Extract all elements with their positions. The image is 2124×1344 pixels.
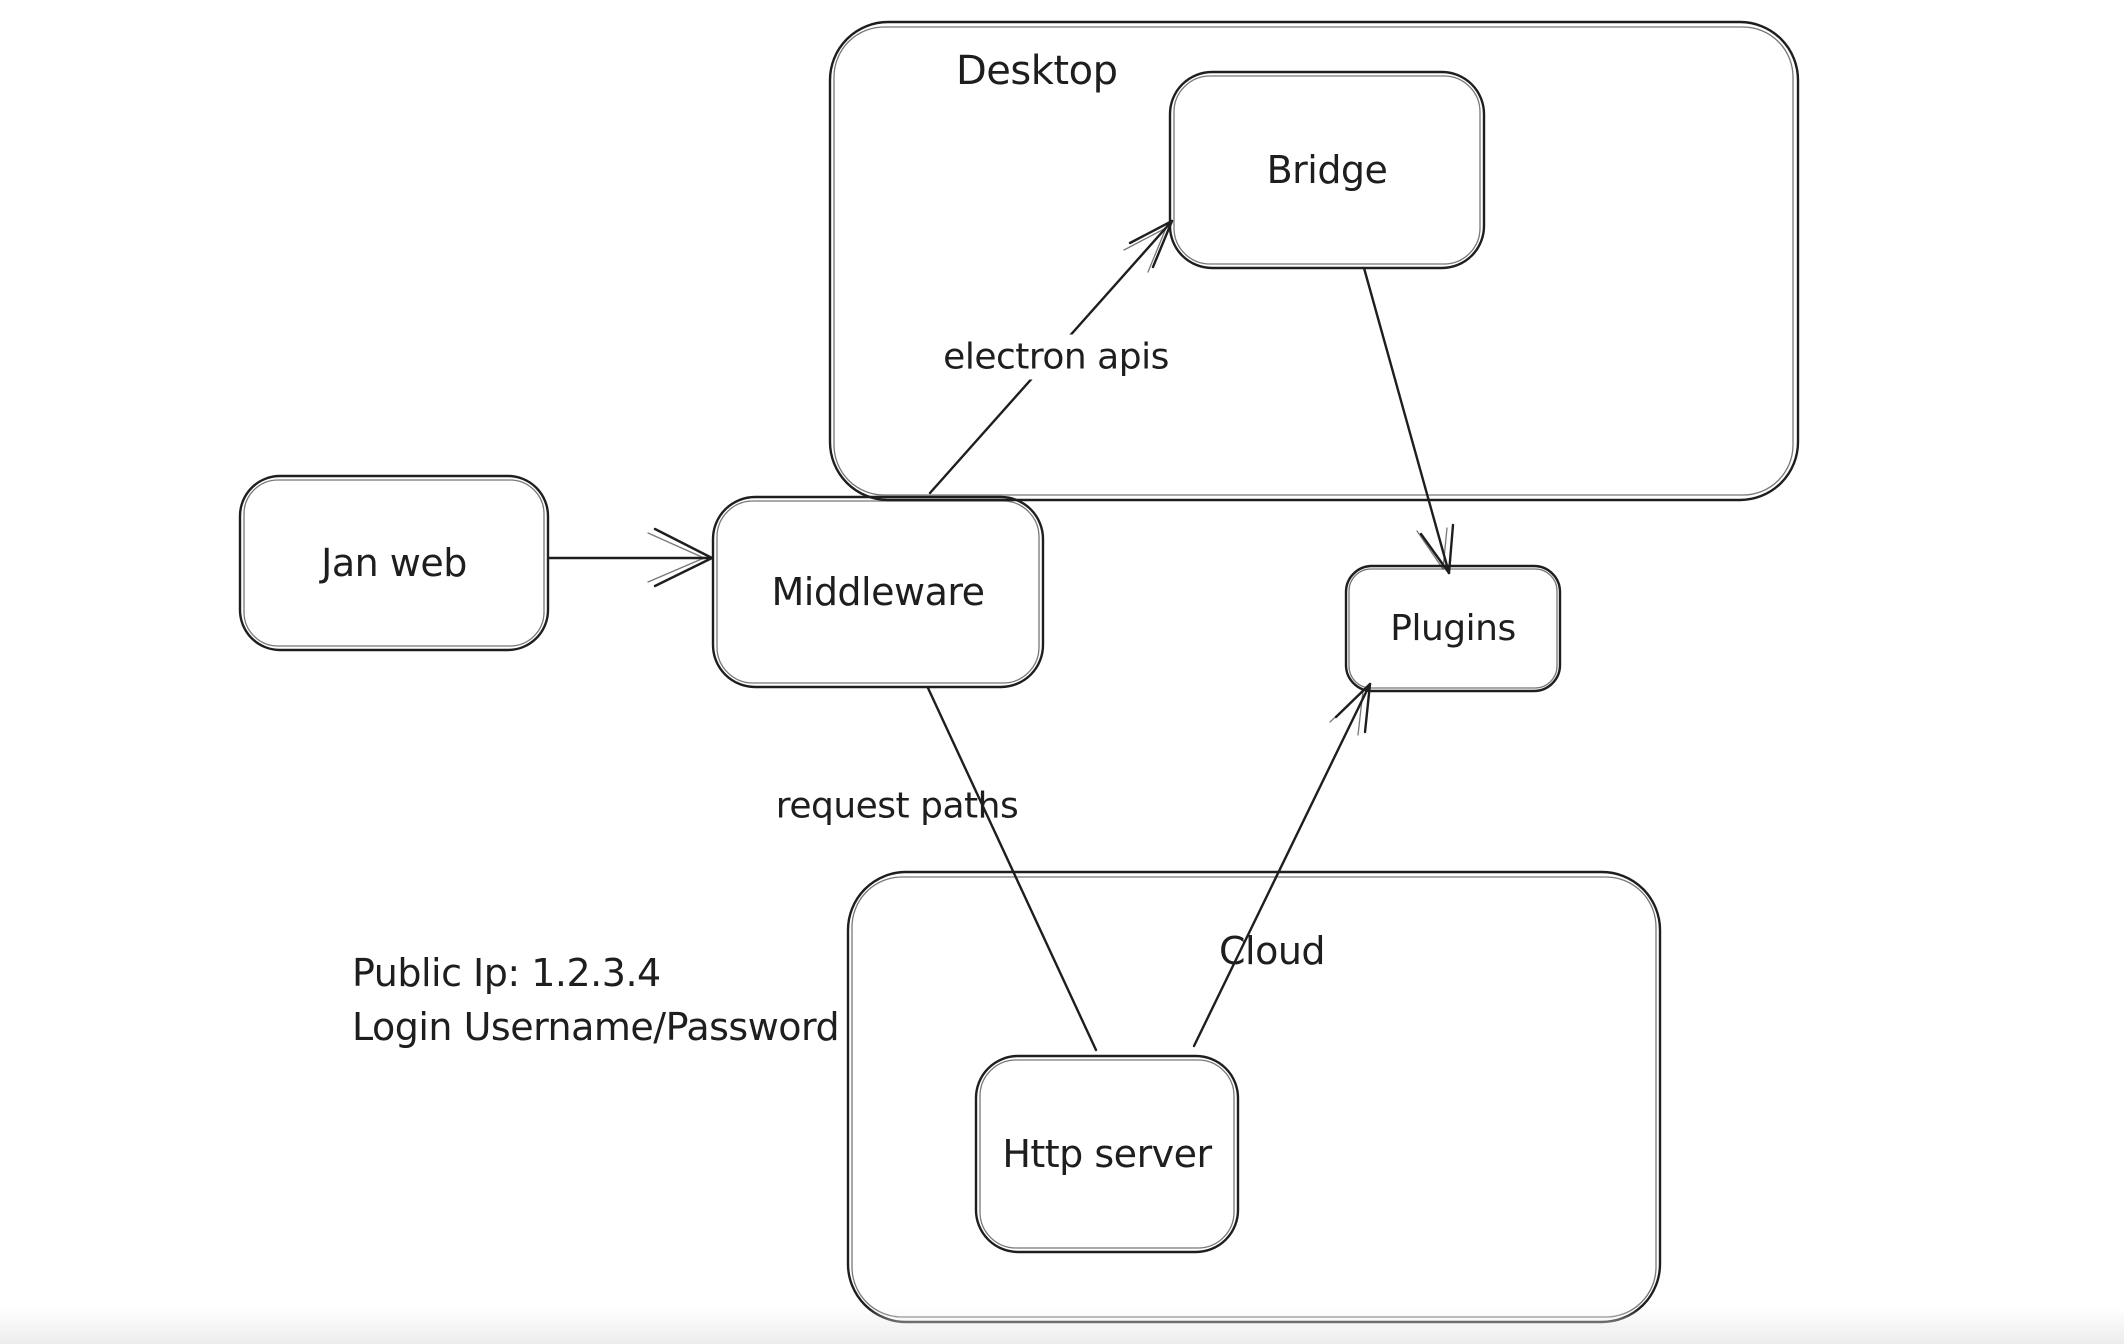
jan-web-node-rect-sketch (243, 479, 545, 647)
desktop-container-shape[interactable] (828, 20, 1800, 502)
middleware-node-label: Middleware (771, 570, 985, 614)
http-server-node-rect[interactable] (974, 1054, 1240, 1254)
line-middleware-to-httpserver-line[interactable] (926, 686, 1098, 1052)
arrow-middleware-to-bridge-head-sketch (1123, 227, 1167, 273)
public-ip-note-line: Public Ip: 1.2.3.4 (352, 951, 661, 995)
desktop-container-rect-sketch (833, 26, 1794, 496)
bridge-node-rect[interactable] (1168, 70, 1486, 270)
cloud-container-label[interactable]: Cloud (1219, 929, 1326, 973)
arrow-janweb-to-middleware-head-sketch (647, 532, 705, 583)
plugins-node-label: Plugins (1390, 608, 1516, 649)
arrow-httpserver-to-plugins[interactable] (1192, 682, 1372, 1048)
bridge-node-shape[interactable] (1168, 70, 1486, 270)
desktop-container-rect[interactable] (828, 20, 1800, 502)
plugins-node-rect-sketch (1348, 568, 1558, 689)
arrow-httpserver-to-plugins-head-sketch (1329, 690, 1364, 736)
http-server-node-label: Http server (1002, 1132, 1212, 1176)
arrow-janweb-to-middleware-head (653, 527, 714, 588)
login-note-line: Login Username/Password (352, 1005, 840, 1049)
arrow-bridge-to-plugins-line[interactable] (1362, 266, 1451, 575)
request-paths-edge-label[interactable]: request paths (775, 785, 1019, 827)
arrow-janweb-to-middleware[interactable] (547, 527, 714, 588)
desktop-container-label[interactable]: Desktop (956, 48, 1118, 94)
middleware-node-rect-sketch (716, 500, 1040, 684)
electron-apis-edge-label[interactable]: electron apis (933, 334, 1179, 380)
arrow-httpserver-to-plugins-line[interactable] (1192, 682, 1372, 1048)
jan-web-node-shape[interactable] (238, 474, 550, 652)
middleware-node-shape[interactable] (711, 495, 1045, 689)
jan-web-node-label: Jan web (321, 541, 467, 585)
plugins-node-rect[interactable] (1344, 564, 1562, 693)
plugins-node-shape[interactable] (1344, 564, 1562, 693)
public-ip-login-note[interactable]: Public Ip: 1.2.3.4 Login Username/Passwo… (352, 946, 840, 1054)
arrow-middleware-to-bridge-head (1128, 219, 1174, 269)
arrow-bridge-to-plugins-head-sketch (1416, 527, 1448, 570)
arrow-bridge-to-plugins[interactable] (1362, 266, 1455, 575)
http-server-node-shape[interactable] (974, 1054, 1240, 1254)
bridge-node-label: Bridge (1266, 148, 1388, 192)
arrow-bridge-to-plugins-head (1419, 523, 1455, 575)
line-middleware-to-httpserver[interactable] (926, 686, 1098, 1052)
http-server-node-rect-sketch (979, 1059, 1235, 1249)
bridge-node-rect-sketch (1173, 75, 1481, 265)
jan-web-node-rect[interactable] (238, 474, 550, 652)
middleware-node-rect[interactable] (711, 495, 1045, 689)
